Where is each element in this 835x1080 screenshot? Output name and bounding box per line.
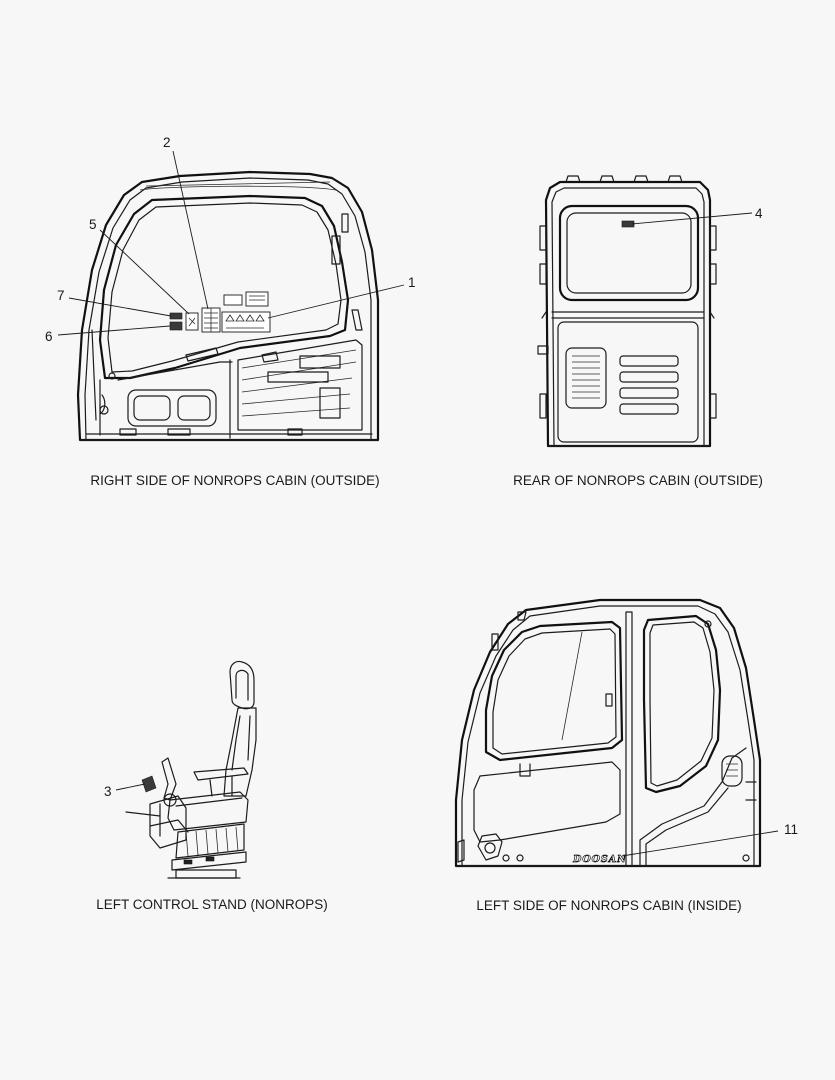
door-handle: [477, 833, 503, 861]
decal-6: [169, 321, 183, 331]
view-left-control-stand: 3 LEFT CONTROL STAND (NONROPS): [96, 660, 328, 912]
cabin-outer-frame: [76, 170, 380, 442]
callout-3: 3: [104, 784, 112, 799]
rear-window: [558, 204, 700, 302]
callout-11: 11: [784, 822, 798, 837]
seat-backrest: [223, 707, 257, 797]
rear-side-window: [642, 614, 722, 794]
callout-1: 1: [408, 275, 416, 290]
view-right-side-outside: 2 5 7 6 1 RIGHT SIDE OF NONROPS CABIN (O…: [45, 135, 416, 488]
caption-left-control-stand: LEFT CONTROL STAND (NONROPS): [96, 897, 328, 912]
seat-armrest: [193, 767, 249, 781]
view-rear-outside: 4 REAR OF NONROPS CABIN (OUTSIDE): [513, 175, 763, 488]
rear-cabin-body: [544, 180, 712, 448]
caption-right-side-outside: RIGHT SIDE OF NONROPS CABIN (OUTSIDE): [90, 473, 379, 488]
decal-1: [221, 311, 271, 333]
side-window: [98, 194, 350, 380]
decal-7: [169, 312, 183, 320]
callout-5: 5: [89, 217, 97, 232]
callout-6: 6: [45, 329, 53, 344]
rear-grille: [565, 347, 607, 409]
control-console: [149, 795, 187, 849]
door-window: [484, 620, 624, 762]
brand-decal-11: DOOSAN: [572, 854, 627, 865]
seat-cushion: [167, 791, 249, 831]
callout-4: 4: [755, 206, 763, 221]
caption-rear-outside: REAR OF NONROPS CABIN (OUTSIDE): [513, 473, 763, 488]
caption-left-side-inside: LEFT SIDE OF NONROPS CABIN (INSIDE): [476, 898, 741, 913]
door-lower-panel: [473, 761, 621, 843]
callout-7: 7: [57, 288, 65, 303]
decal-3: [141, 775, 157, 793]
joystick: [161, 757, 177, 801]
cabin-outer-frame-left: [454, 598, 762, 868]
seat-suspension: [175, 823, 245, 859]
callout-2: 2: [163, 135, 171, 150]
seat-headrest: [229, 660, 255, 710]
view-left-side-inside: DOOSAN 11 LEFT SIDE OF NONROPS CABIN (IN…: [454, 598, 798, 913]
